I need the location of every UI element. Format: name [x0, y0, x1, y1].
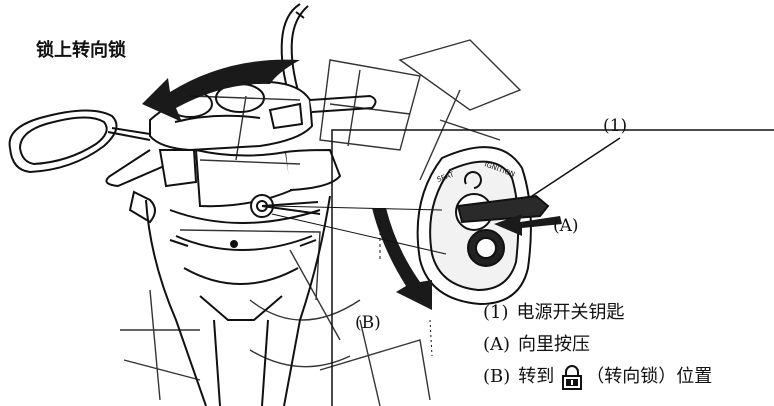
right-mirror-stalk [280, 3, 309, 99]
key-leader-line [531, 137, 621, 197]
callout-turn: (B) [355, 313, 381, 333]
legend-text: 电源开关钥匙 [516, 302, 625, 323]
watermark [120, 39, 522, 406]
rotate-arrow [142, 59, 300, 122]
diagram-title: 锁上转向锁 [36, 40, 126, 61]
legend-text: 向里按压 [518, 334, 591, 355]
legend-item: (A) 向里按压 [483, 329, 712, 361]
legend: (1) 电源开关钥匙 (A) 向里按压 (B) 转到 （转向锁）位置 [483, 297, 712, 393]
ignition-switch [416, 146, 550, 306]
turn-arrow [372, 208, 432, 310]
left-mirror [8, 109, 151, 174]
legend-code: (B) [483, 366, 511, 387]
legend-item: (B) 转到 （转向锁）位置 [483, 361, 712, 393]
legend-suffix: （转向锁）位置 [586, 366, 713, 387]
legend-item: (1) 电源开关钥匙 [483, 297, 712, 329]
callout-press: (A) [553, 216, 579, 236]
front-body [145, 194, 331, 406]
legend-text: 转到 [518, 366, 555, 387]
lock-icon [560, 364, 584, 390]
legend-code: (A) [483, 334, 511, 355]
legend-code: (1) [483, 302, 509, 323]
press-arrow [494, 214, 562, 236]
callout-key: (1) [603, 116, 628, 136]
